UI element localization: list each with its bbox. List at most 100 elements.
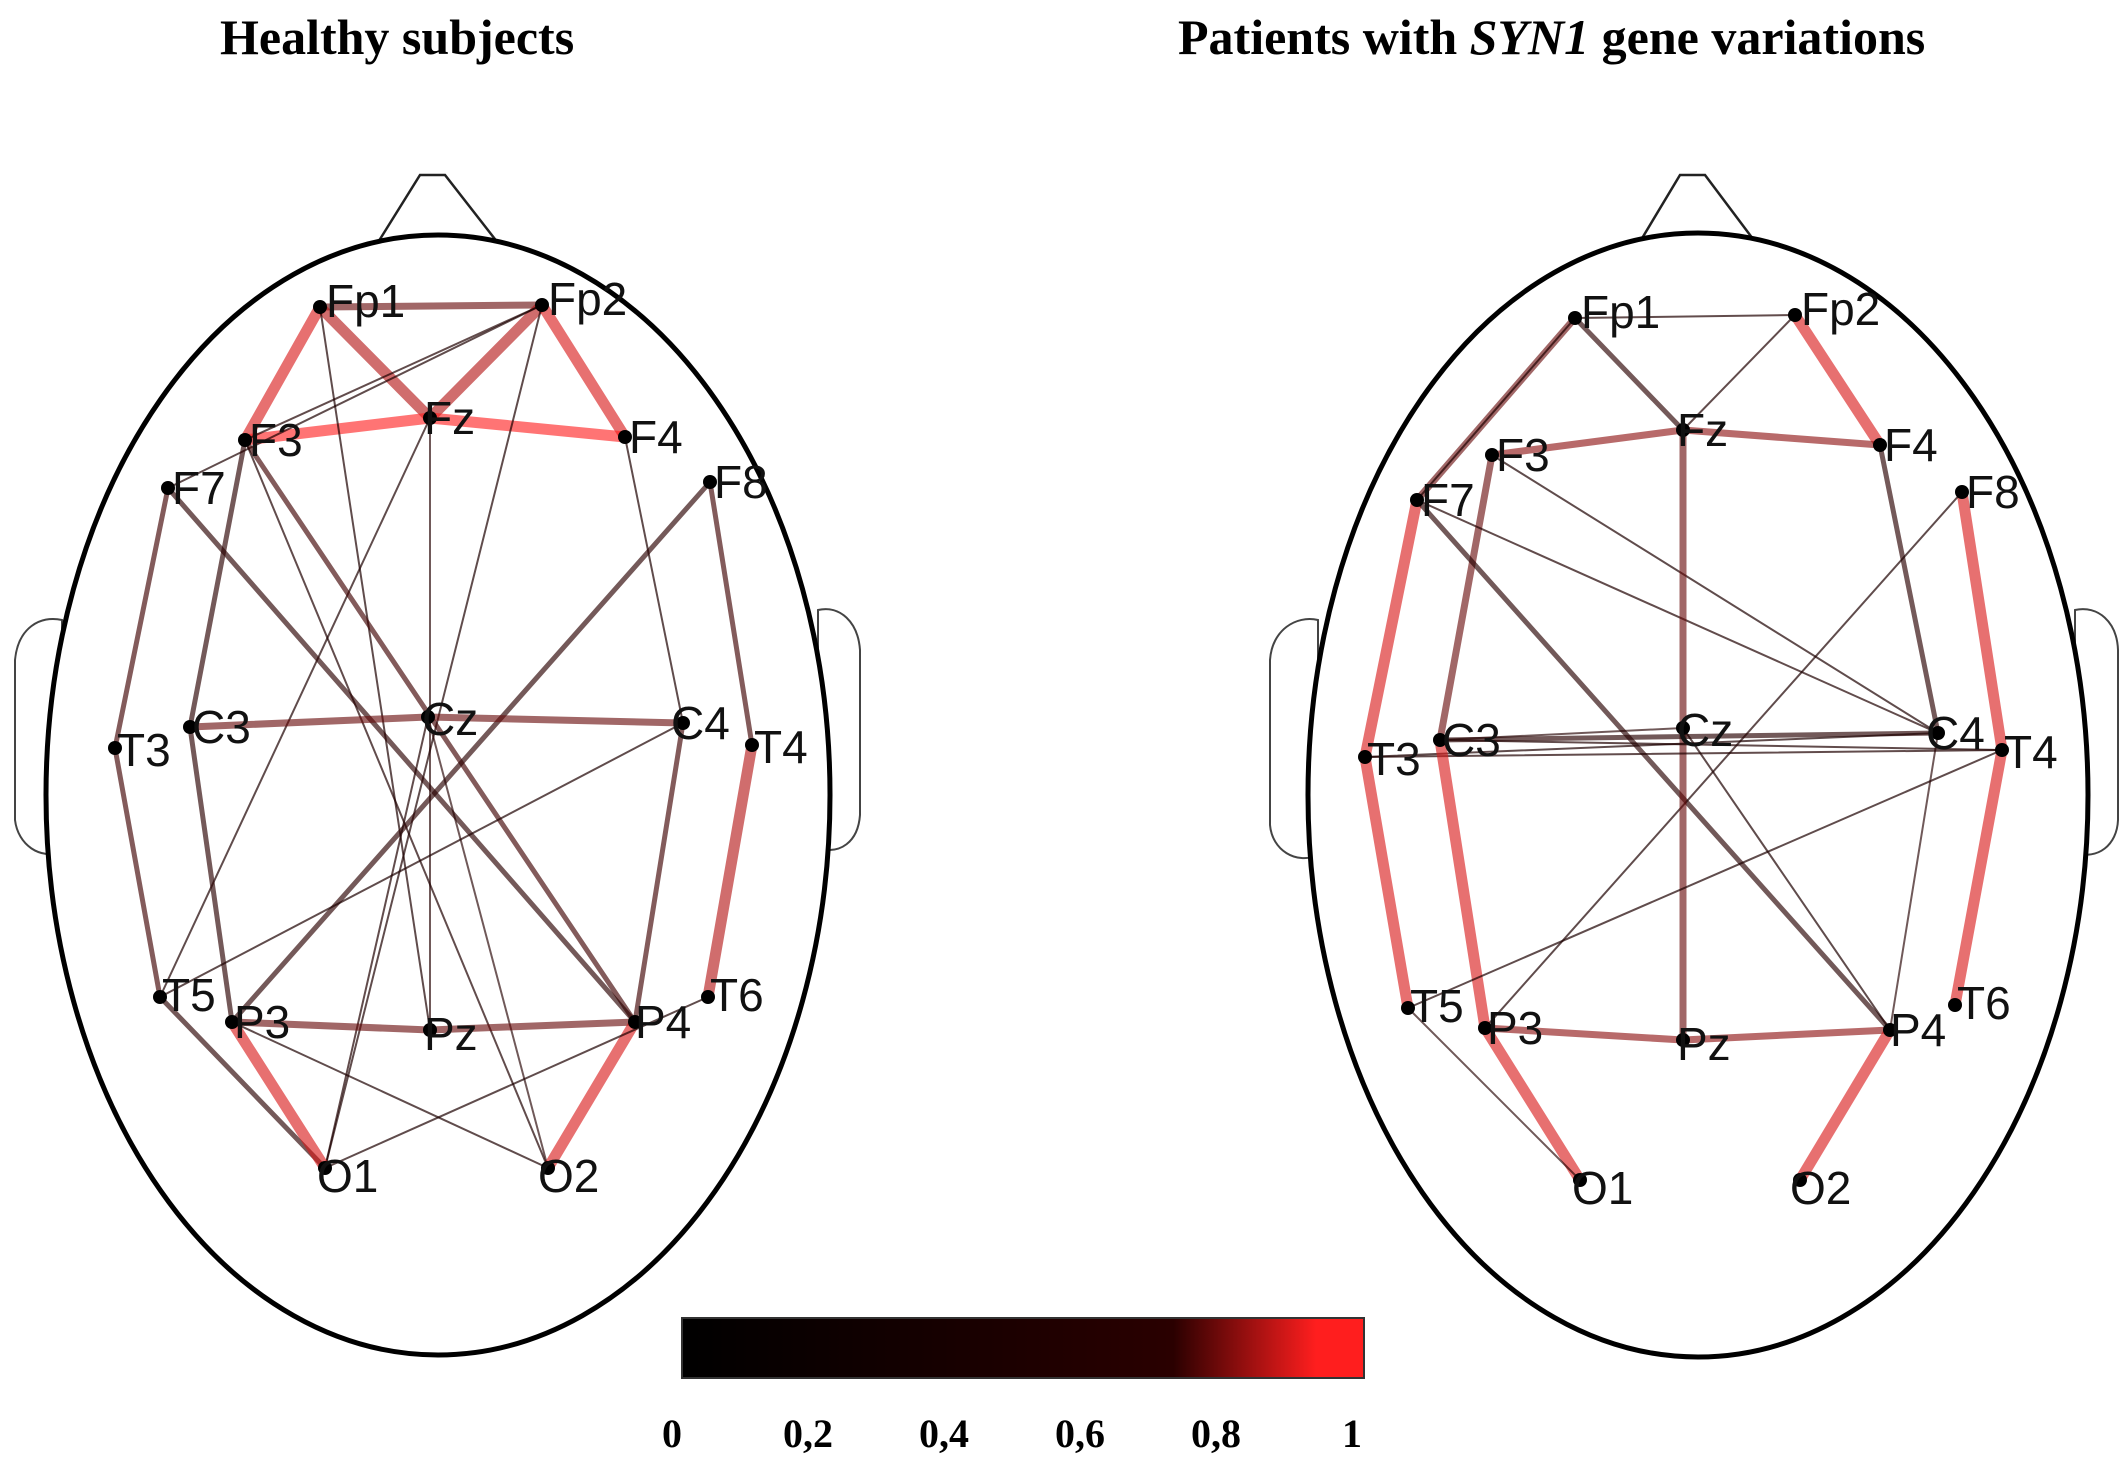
electrode-label-t5: T5 — [1410, 980, 1464, 1032]
connection-pz-p4 — [426, 1018, 639, 1034]
electrode-dot-pz — [423, 1023, 437, 1037]
electrode-label-o1: O1 — [317, 1150, 378, 1202]
title-prefix: Patients with — [1178, 9, 1470, 65]
connection-c4-p4 — [1889, 732, 1939, 1031]
connection-t4-t6 — [1949, 744, 2008, 1011]
connection-fp2-f4 — [1789, 309, 1886, 451]
electrode-label-t5: T5 — [162, 969, 216, 1021]
electrode-label-p3: P3 — [234, 996, 290, 1048]
electrode-dot-f3 — [1485, 448, 1499, 462]
connection-o1-t6 — [324, 996, 709, 1169]
electrode-dot-fz — [423, 411, 437, 425]
electrode-label-fz: Fz — [1677, 404, 1728, 456]
electrode-label-o1: O1 — [1572, 1162, 1633, 1214]
electrode-dot-p4 — [1883, 1023, 1897, 1037]
electrode-label-c3: C3 — [192, 701, 251, 753]
colorbar-tick-label: 0 — [662, 1411, 682, 1456]
electrode-label-f3: F3 — [1496, 429, 1550, 481]
electrode-dot-c4 — [1931, 726, 1945, 740]
electrode-dot-f8 — [703, 475, 717, 489]
connection-t4-t6 — [702, 739, 758, 1003]
connection-t3-t5 — [1359, 751, 1414, 1014]
electrode-dot-fz — [1676, 423, 1690, 437]
connection-fp1-pz — [319, 306, 431, 1031]
gene-name: SYN1 — [1469, 9, 1590, 65]
electrode-label-c4: C4 — [671, 697, 730, 749]
connection-t5-c4 — [159, 722, 684, 998]
connection-f7-t3 — [1359, 494, 1423, 763]
electrode-label-p4: P4 — [1890, 1004, 1946, 1056]
connection-f3-o2 — [244, 439, 549, 1169]
connection-p3-pz — [1481, 1024, 1687, 1044]
electrode-label-fp1: Fp1 — [326, 275, 405, 327]
connection-f3-c3 — [1436, 451, 1496, 744]
connection-fz-f4 — [1679, 426, 1884, 449]
connection-o2-p3 — [231, 1021, 549, 1169]
electrode-dot-fp1 — [1568, 311, 1582, 325]
connection-f3-p4 — [242, 437, 638, 1025]
electrode-dot-o2 — [541, 1161, 555, 1175]
electrode-label-f4: F4 — [1884, 419, 1938, 471]
colorbar-gradient — [681, 1317, 1365, 1379]
electrode-label-t3: T3 — [117, 724, 171, 776]
electrode-label-f3: F3 — [249, 414, 303, 466]
electrode-label-f4: F4 — [629, 411, 683, 463]
electrode-label-fz: Fz — [424, 392, 475, 444]
electrode-label-t4: T4 — [754, 721, 808, 773]
electrode-label-o2: O2 — [1790, 1162, 1851, 1214]
connection-t5-o1 — [1407, 1007, 1581, 1181]
connection-f8-t4 — [1956, 486, 2008, 756]
connection-fz-f4 — [424, 412, 631, 443]
electrode-dot-t4 — [745, 738, 759, 752]
connection-cz-o2 — [427, 716, 549, 1169]
connection-p3-o1 — [226, 1016, 331, 1174]
connection-t5-t4 — [1407, 749, 2003, 1009]
connections-healthy — [112, 299, 758, 1174]
electrode-dot-fp2 — [1788, 308, 1802, 322]
electrode-dot-t5 — [153, 990, 167, 1004]
connection-t3-t4 — [1364, 749, 2003, 758]
electrode-dot-f8 — [1955, 485, 1969, 499]
connection-p4-o2 — [1794, 1024, 1896, 1186]
connection-p3-pz — [228, 1018, 434, 1034]
electrode-label-f7: F7 — [172, 462, 226, 514]
connection-fp1-fp2 — [316, 301, 546, 311]
connection-f7-c4 — [1416, 499, 1939, 734]
electrode-label-t6: T6 — [1957, 977, 2011, 1029]
electrode-label-pz: Pz — [424, 1008, 478, 1060]
electrode-dot-f3 — [238, 433, 252, 447]
electrode-label-fp1: Fp1 — [1581, 286, 1660, 338]
electrode-dot-p3 — [1478, 1021, 1492, 1035]
electrode-label-c4: C4 — [1926, 707, 1985, 759]
connection-f8-t4 — [707, 479, 755, 748]
electrode-label-f8: F8 — [1966, 466, 2020, 518]
colorbar-tick-label: 0,8 — [1191, 1411, 1241, 1456]
colorbar-tick-label: 0,2 — [783, 1411, 833, 1456]
electrode-dot-c3 — [1433, 733, 1447, 747]
connection-fp2-fz — [424, 299, 548, 424]
electrode-label-t3: T3 — [1367, 733, 1421, 785]
healthy-subjects-title: Healthy subjects — [220, 9, 575, 65]
connection-fp2-f7 — [167, 304, 543, 489]
electrode-dot-f4 — [1873, 438, 1887, 452]
connection-c4-p4 — [632, 720, 686, 1025]
connection-f8-p3 — [1484, 491, 1963, 1029]
connection-cz-c4 — [424, 713, 687, 727]
connection-cz-o1 — [324, 716, 429, 1169]
electrode-dot-t6 — [1948, 998, 1962, 1012]
connection-fp1-fz — [1572, 315, 1686, 433]
patients-syn1-title: Patients with SYN1 gene variations — [1178, 8, 1925, 66]
connection-f3-c4 — [1491, 454, 1939, 734]
connection-fp1-f3 — [239, 301, 326, 446]
connection-c3-cz — [186, 713, 432, 731]
electrode-dot-f7 — [1410, 493, 1424, 507]
connection-f7-t3 — [112, 485, 171, 751]
connection-fp2-f4 — [536, 299, 631, 443]
electrode-dot-c3 — [183, 720, 197, 734]
connection-p3-o1 — [1479, 1022, 1586, 1186]
electrode-dot-p3 — [225, 1015, 239, 1029]
